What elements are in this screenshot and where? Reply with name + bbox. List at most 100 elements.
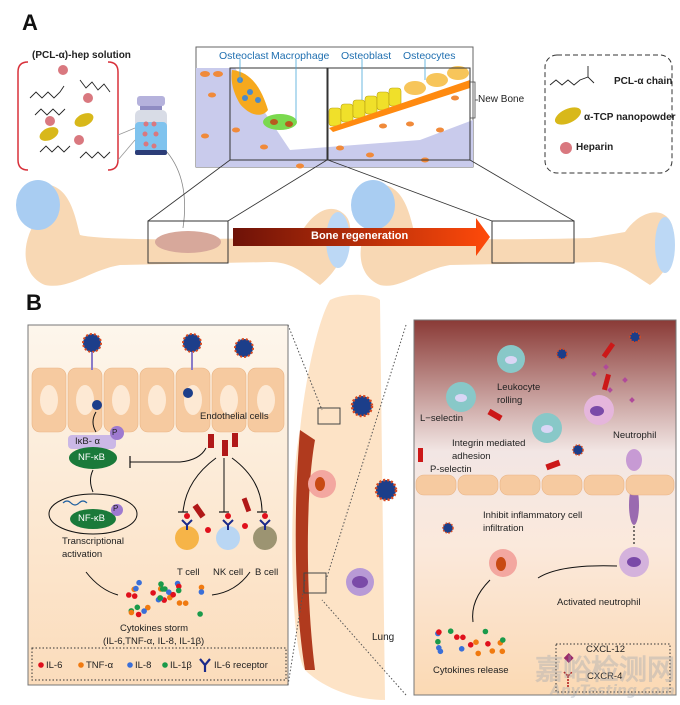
bone-regeneration-label: Bone regeneration (311, 230, 409, 242)
ikb-shape (68, 435, 116, 449)
il6-receptor-icon (199, 658, 211, 672)
legend-il8: IL-8 (135, 660, 152, 671)
cxcr4-icon (563, 671, 573, 688)
l-selectin-label: L−selectin (420, 413, 464, 424)
chemokine-legend-box (555, 643, 671, 693)
panel-b-illustration (27, 294, 677, 700)
cytokine-dot (176, 600, 183, 606)
integrin-label-1: Integrin mediated (452, 438, 526, 449)
solution-label: (PCL-α)-hep solution (32, 50, 131, 61)
cytokine-dot (460, 634, 466, 641)
cytokines-list-label: (IL-6,TNF-α, IL-8, IL-1β) (103, 636, 205, 647)
transcriptional-label: Transcriptional (62, 536, 124, 547)
activated-neutrophil-label: Activated neutrophil (557, 597, 641, 608)
heparin-bars (192, 433, 252, 519)
cytokine-dot (436, 629, 442, 635)
leukocyte-rolling-label-1: Leukocyte (497, 382, 541, 393)
pcl-chains (29, 79, 111, 159)
neutrophil-label: Neutrophil (613, 430, 657, 441)
cytokine-dot (166, 589, 172, 595)
cytokine-dot (126, 592, 132, 598)
cytokine-dot (198, 589, 205, 595)
cytokine-dot (485, 641, 491, 647)
panel-a-illustration (16, 46, 675, 286)
phospho-label-2: P (113, 504, 119, 513)
inhibit-label-1: Inhibit inflammatory cell (483, 510, 583, 521)
phospho-label-1: P (112, 428, 118, 437)
activation-label: activation (62, 549, 103, 560)
cytokine-dot (150, 590, 156, 596)
cytokine-dot (133, 585, 139, 592)
implant-site-box (147, 220, 229, 264)
cytokine-dot (170, 591, 176, 598)
cytokine-dot (482, 628, 489, 635)
vial (135, 96, 167, 155)
cytokine-dot (447, 628, 454, 634)
cytokine-dot (458, 646, 465, 652)
t-cell-label: T cell (177, 567, 200, 578)
cytokine-dot (176, 583, 182, 590)
heparin-particles (45, 65, 93, 145)
panel-a-letter: A (22, 10, 38, 35)
cytokine-dot (159, 586, 166, 592)
immune-cells (175, 513, 277, 550)
integrin-label-2: adhesion (452, 451, 491, 462)
cytokine-dot (136, 579, 142, 586)
panel-b-letter: B (26, 290, 42, 315)
p-selectin-label: P-selectin (430, 464, 472, 475)
cytokines-release-label: Cytokines release (433, 665, 509, 676)
cytokine-dot (454, 634, 460, 640)
cytokine-dot (134, 604, 141, 611)
cytokine-storm-dots (126, 579, 205, 618)
nk-cell-label: NK cell (213, 567, 244, 578)
tcp-legend-icon (554, 107, 582, 125)
cytokine-dot (197, 611, 203, 617)
right-viruses (442, 331, 641, 534)
nfkb-nucleus-label: NF-κB (78, 513, 105, 524)
cytokine-release-dots (435, 628, 506, 657)
b-cell-label: B cell (255, 567, 279, 578)
osteocytes-label: Osteocytes (403, 50, 456, 62)
osteoblast-label: Osteoblast (341, 50, 392, 62)
cytokine-dot (489, 648, 496, 654)
cytokine-dot (182, 600, 189, 606)
implant-scaffold (155, 231, 221, 253)
legend-il6: IL-6 (46, 660, 63, 671)
endothelial-cells-label: Endothelial cells (200, 411, 269, 422)
cytokine-dot (499, 648, 506, 655)
macrophage-label: Macrophage (271, 50, 330, 62)
endothelial-cells (31, 367, 285, 433)
right-endothelial-cells (415, 474, 675, 496)
nfkb-label: NF-κB (78, 452, 105, 463)
cytokine-legend-box (31, 647, 287, 681)
cytokine-dot (435, 638, 441, 645)
pcl-chain-legend-label: PCL-α chain (614, 76, 673, 87)
cytokine-dot (175, 587, 182, 594)
inhibit-label-2: infiltration (483, 523, 524, 534)
tcp-legend-label: α-TCP nanopowder (584, 112, 676, 123)
cytokine-dot (131, 593, 138, 599)
bone-tissue-inset (195, 46, 478, 169)
cytokine-dot (157, 595, 163, 601)
cytokines-storm-label: Cytokines storm (120, 623, 189, 634)
bone-right (351, 180, 675, 286)
heparin-legend-label: Heparin (576, 142, 614, 153)
nfkb-shape (69, 447, 117, 469)
nucleus (48, 493, 138, 535)
cytokine-dot (198, 584, 205, 591)
cytokine-dot (473, 639, 479, 645)
leukocyte-rolling-label-2: rolling (497, 395, 523, 406)
ikb-label: IκB- α (75, 436, 101, 447)
legend-dots (38, 658, 211, 672)
watermark-chinese: 嘉峪检测网 (535, 653, 676, 686)
new-bone-label: New Bone (478, 94, 525, 105)
osteoclast-label: Osteoclast (219, 50, 269, 62)
legend-tnf: TNF-α (86, 660, 114, 671)
regenerated-site-box (491, 220, 575, 264)
cytokine-dot (475, 650, 482, 657)
cxcr4-label: CXCR-4 (587, 671, 623, 682)
cytokine-dot (135, 611, 142, 618)
watermark-latin: AnyTesting.com (550, 683, 675, 699)
tcp-discs (39, 113, 94, 141)
leukocytes (446, 345, 562, 443)
